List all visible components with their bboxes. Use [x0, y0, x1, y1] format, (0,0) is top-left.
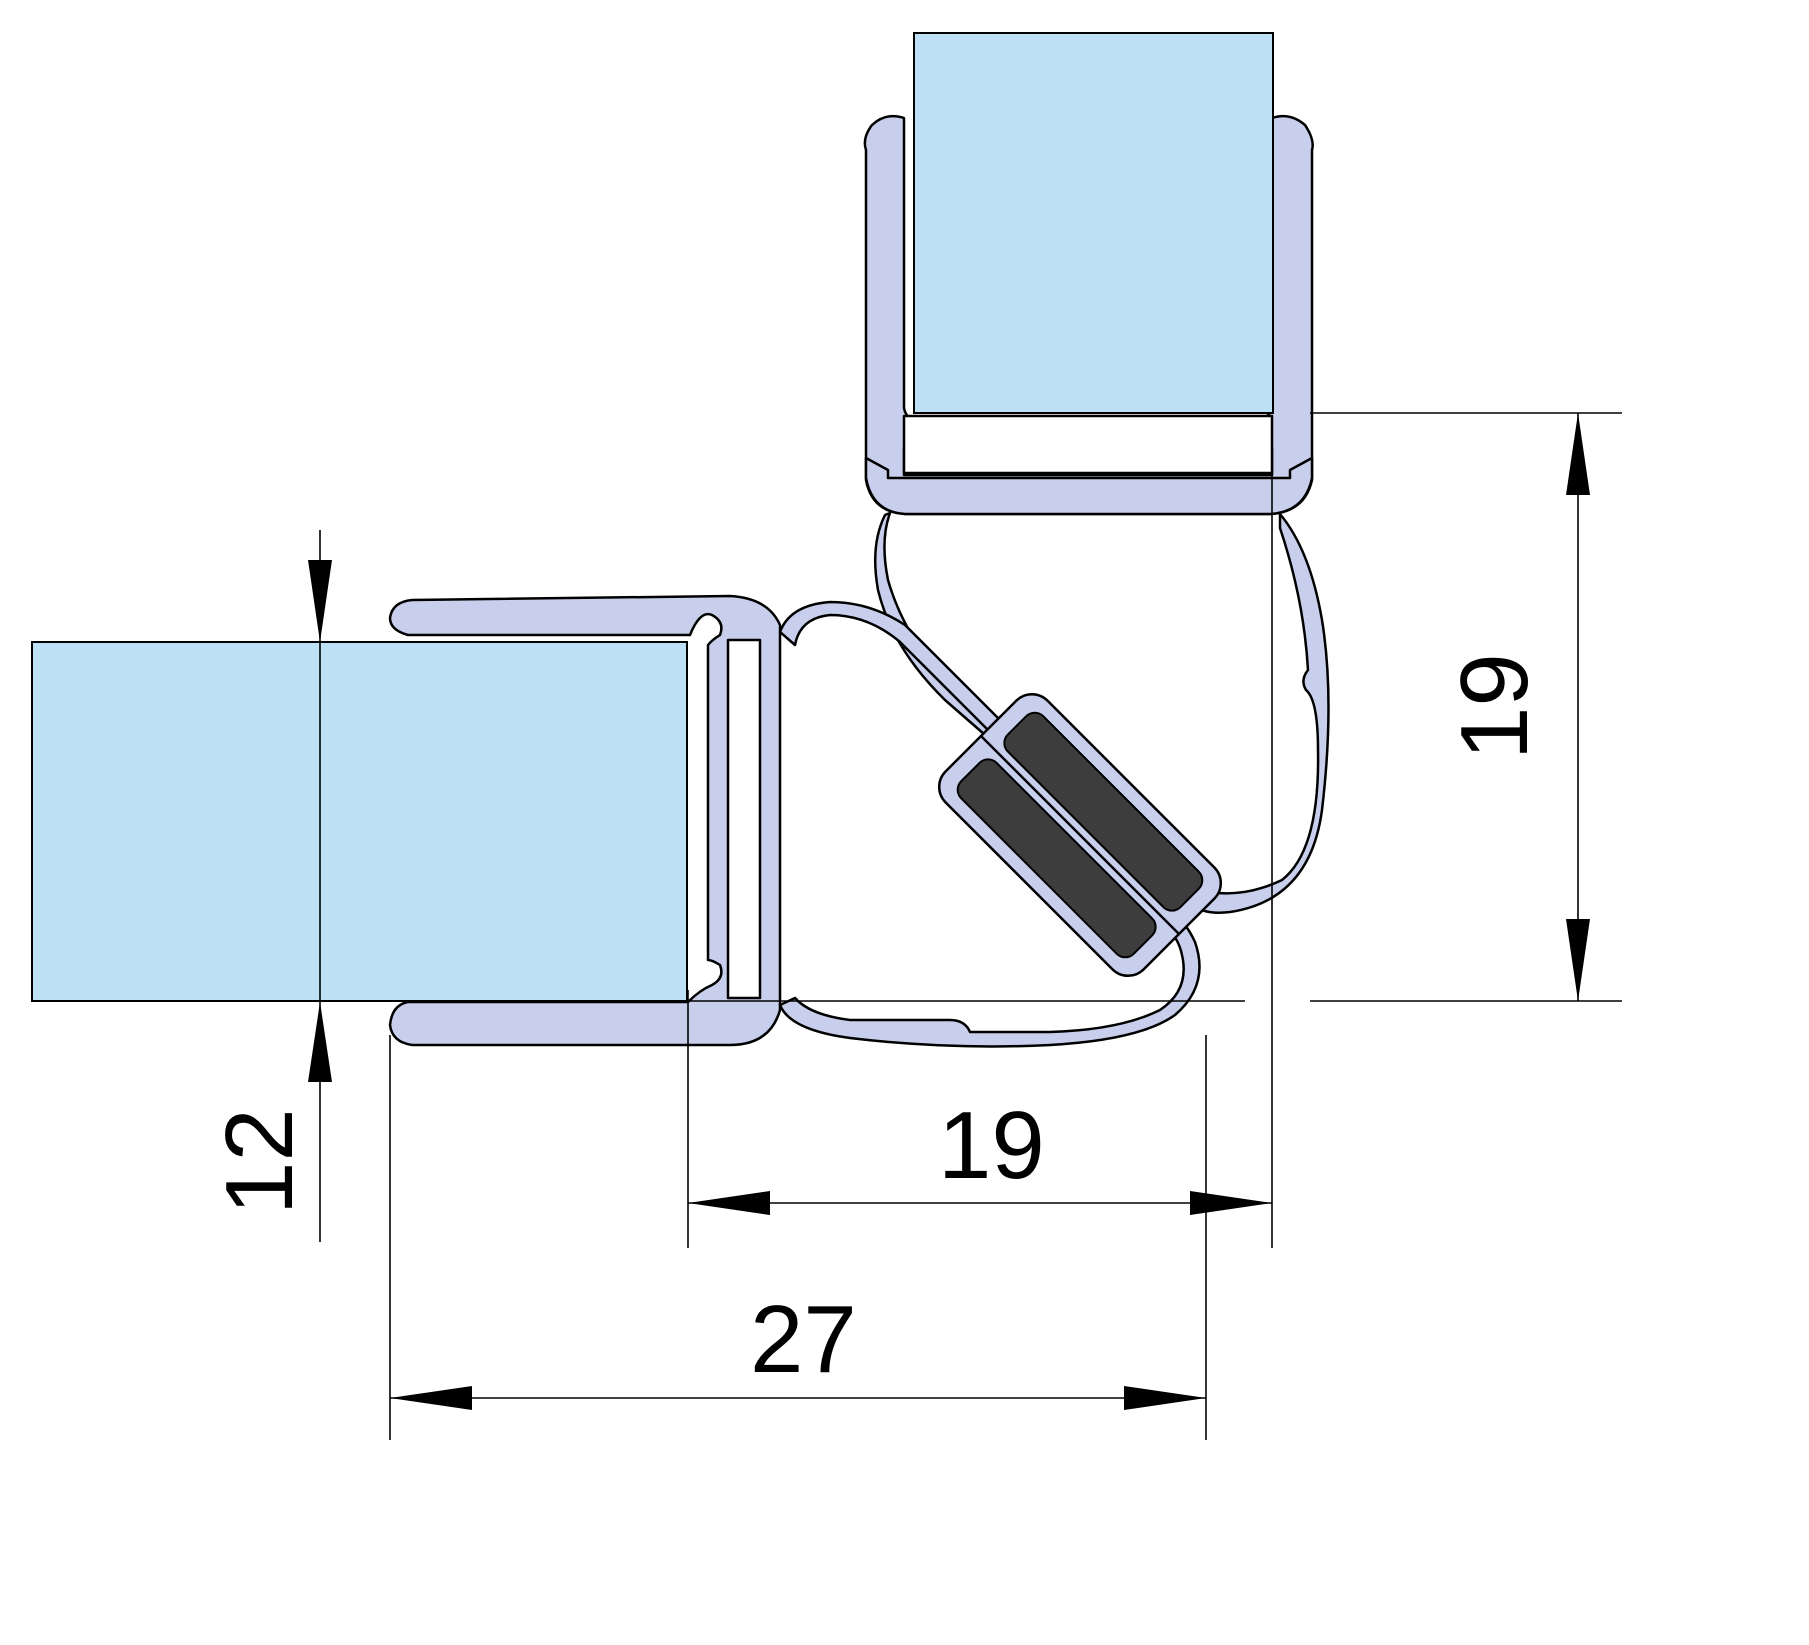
- left-glass-assembly: [31, 594, 782, 1047]
- top-seal-bottom: [864, 456, 1314, 516]
- arrow-down: [1566, 919, 1590, 1001]
- dimension-label-12: 12: [206, 1108, 313, 1215]
- left-glass-panel: [31, 641, 688, 1002]
- magnet-upper: [1003, 711, 1204, 912]
- dimension-label-27: 27: [750, 1286, 857, 1393]
- arrow-up: [1566, 413, 1590, 495]
- arrow-right: [1124, 1386, 1206, 1410]
- magnet-lower: [956, 758, 1157, 959]
- magnet-block: [937, 692, 1223, 978]
- dimension-27: 27: [389, 1035, 1206, 1440]
- arrow-left: [688, 1191, 770, 1215]
- magnet-divider: [980, 735, 1180, 935]
- top-glass-panel: [913, 32, 1274, 414]
- dimension-19-vertical: 19: [690, 412, 1622, 1002]
- arrow-right: [1190, 1191, 1272, 1215]
- dimension-19-horizontal: 19: [687, 460, 1273, 1440]
- dimension-label-19-vertical: 19: [1441, 653, 1548, 760]
- left-seal-channel: [726, 638, 762, 1000]
- dimension-12: 12: [206, 530, 332, 1242]
- top-seal-inner-channel: [902, 414, 1274, 475]
- top-flap-right: [1190, 512, 1330, 914]
- arrow-up: [308, 1002, 332, 1082]
- arrow-down: [308, 560, 332, 642]
- top-glass-assembly: [863, 32, 1314, 516]
- dimension-label-19-horizontal: 19: [938, 1092, 1045, 1199]
- arrow-left: [390, 1386, 472, 1410]
